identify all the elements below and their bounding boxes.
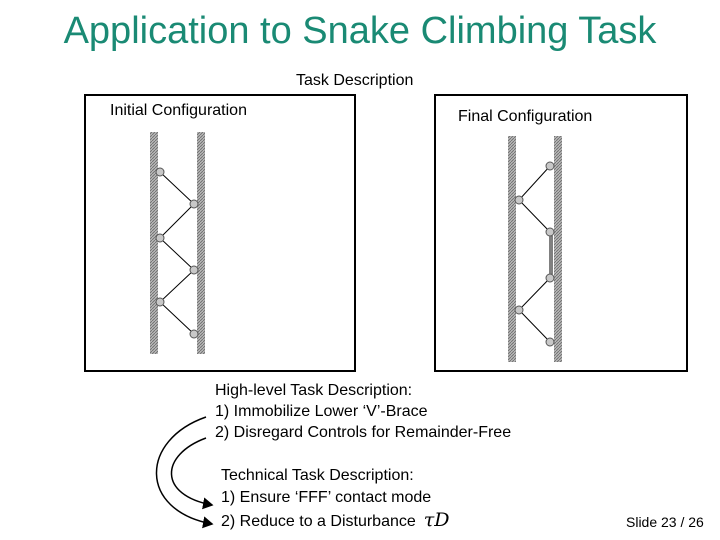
final-configuration-panel: Final Configuration <box>434 94 688 372</box>
joint <box>189 329 199 339</box>
joint <box>189 199 199 209</box>
left-wall <box>150 132 158 354</box>
right-wall <box>197 132 205 354</box>
technical-item-1: 1) Ensure ‘FFF’ contact mode <box>221 489 432 506</box>
joint <box>545 161 555 171</box>
right-wall <box>554 136 562 362</box>
left-wall <box>508 136 516 362</box>
joint <box>155 297 165 307</box>
joint <box>545 273 555 283</box>
initial-configuration-panel: Initial Configuration <box>84 94 356 372</box>
joint <box>545 337 555 347</box>
high-level-heading: High-level Task Description: <box>215 382 413 399</box>
final-configuration-figure <box>508 136 562 362</box>
joint <box>545 227 555 237</box>
high-level-item-2: 2) Disregard Controls for Remainder-Free <box>215 424 512 441</box>
technical-item-2: 2) Reduce to a Disturbance <box>221 513 416 530</box>
final-configuration-label: Final Configuration <box>458 108 593 125</box>
initial-configuration-label: Initial Configuration <box>110 102 247 119</box>
arrow-1 <box>155 416 214 529</box>
technical-heading: Technical Task Description: <box>221 467 414 484</box>
snake-links <box>159 171 195 335</box>
technical-item-2-row: 2) Reduce to a Disturbance τD <box>221 509 450 533</box>
joint <box>155 167 165 177</box>
snake-links <box>518 165 551 343</box>
slide-number: Slide 23 / 26 <box>626 514 704 530</box>
arrow-2 <box>170 437 214 510</box>
high-level-item-1: 1) Immobilize Lower ‘V’-Brace <box>215 403 428 420</box>
technical-description: Technical Task Description: 1) Ensure ‘F… <box>221 465 450 533</box>
tau-d-symbol: τD <box>423 509 450 531</box>
joint <box>514 305 524 315</box>
task-description-label: Task Description <box>296 72 414 89</box>
high-level-description: High-level Task Description: 1) Immobili… <box>215 380 511 443</box>
initial-configuration-figure <box>150 132 205 354</box>
joint <box>189 265 199 275</box>
slide-title: Application to Snake Climbing Task <box>63 10 657 52</box>
joint <box>155 233 165 243</box>
joint <box>514 195 524 205</box>
